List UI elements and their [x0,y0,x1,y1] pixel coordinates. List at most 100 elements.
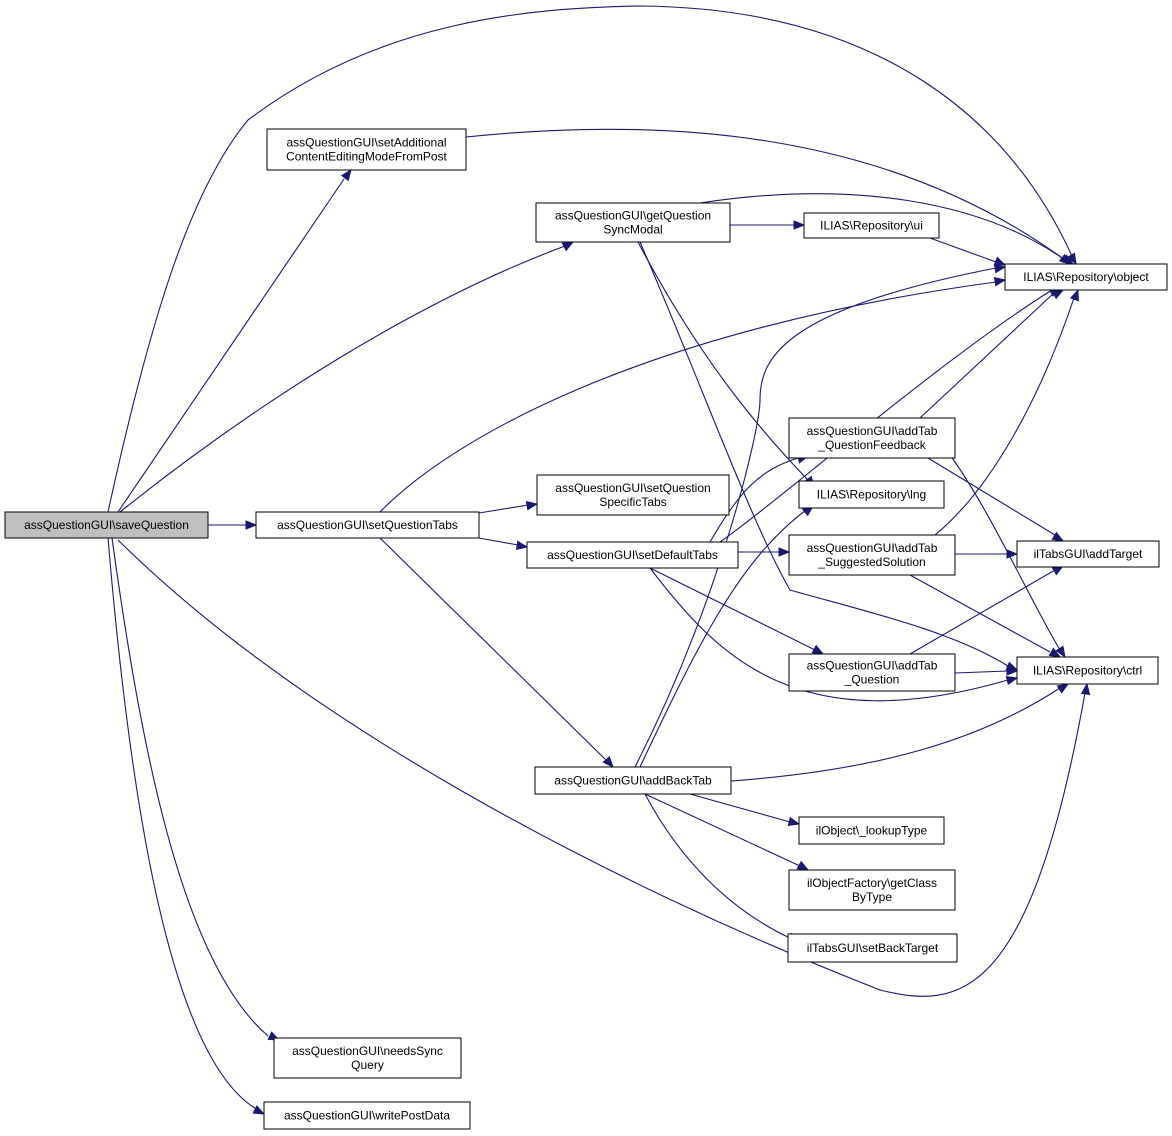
node-addTabQuestionFeedback[interactable]: assQuestionGUI\addTab_QuestionFeedback [788,417,956,459]
node-label: assQuestionGUI\saveQuestion [24,518,189,532]
node-box[interactable] [798,480,945,509]
node-box[interactable] [534,766,732,795]
node-box[interactable] [803,212,940,239]
arrowhead [340,168,352,182]
node-box[interactable] [788,534,956,576]
node-box[interactable] [526,541,739,569]
node-label: ilTabsGUI\setBackTarget [807,941,939,955]
arrowhead [1051,289,1065,300]
node-repoCtrl[interactable]: ILIAS\Repository\ctrl [1016,656,1159,685]
node-label: assQuestionGUI\setAdditional [286,136,446,150]
edge-line [465,128,1066,261]
node-box[interactable] [788,653,956,692]
node-label: assQuestionGUI\addTab [807,424,938,438]
node-label: assQuestionGUI\addTab [807,541,938,555]
arrowhead [602,756,614,769]
node-repoUi[interactable]: ILIAS\Repository\ui [803,212,940,239]
edge-line [929,237,997,263]
node-box[interactable] [263,1101,471,1130]
node-writePostData[interactable]: assQuestionGUI\writePostData [263,1101,471,1130]
node-label: Query [351,1058,384,1072]
edge-line [649,567,1009,702]
edge-line [934,294,1076,536]
edge-getQuestionSyncModal-to-repoObject [699,193,1072,265]
node-label: _Question [844,673,900,687]
edge-line [117,178,345,513]
node-box[interactable] [273,1037,462,1079]
node-label: assQuestionGUI\writePostData [284,1109,450,1123]
edge-addBackTab-to-repoCtrl [730,683,1070,782]
edge-setDefaultTabs-to-addTabSuggestedSolution [738,547,791,557]
arrowhead [1066,252,1077,266]
edge-line [119,245,566,513]
node-repoObject[interactable]: ILIAS\Repository\object [1004,263,1168,291]
node-box[interactable] [255,511,480,539]
edge-addTabQuestion-to-repoCtrl [954,666,1019,676]
edge-line [909,569,1056,655]
arrowhead [1051,531,1065,542]
node-label: assQuestionGUI\setDefaultTabs [547,548,718,562]
edge-addTabQuestionFeedback-to-repoObject [919,289,1065,419]
node-setAdditional[interactable]: assQuestionGUI\setAdditionalContentEditi… [266,128,467,171]
node-label: SyncModal [603,223,662,237]
edge-line [644,793,801,867]
arrowhead [1048,647,1062,658]
edge-repoUi-to-repoObject [929,237,1007,266]
node-label: assQuestionGUI\needsSync [292,1044,443,1058]
node-repoLng[interactable]: ILIAS\Repository\lng [798,480,945,509]
arrowhead [1056,683,1070,694]
arrowhead [1006,666,1019,676]
node-box[interactable] [798,816,945,845]
node-setDefaultTabs[interactable]: assQuestionGUI\setDefaultTabs [526,541,739,569]
node-label: assQuestionGUI\getQuestion [555,209,711,223]
edge-saveQuestion-to-setAdditional [117,168,352,513]
node-box[interactable] [536,474,730,516]
node-label: assQuestionGUI\addTab [807,659,938,673]
edge-line [478,504,529,514]
node-addTarget[interactable]: ilTabsGUI\addTarget [1016,540,1160,568]
arrowhead [993,264,1007,274]
node-box[interactable] [535,202,731,243]
node-setQuestionTabs[interactable]: assQuestionGUI\setQuestionTabs [255,511,480,539]
arrowhead [778,547,791,557]
node-saveQuestion[interactable]: assQuestionGUI\saveQuestion [4,511,209,539]
node-box[interactable] [1016,540,1160,568]
edge-line [111,537,269,1037]
node-box[interactable] [1016,656,1159,685]
node-label: ILIAS\Repository\lng [817,488,926,502]
node-box[interactable] [788,869,956,911]
edge-line [639,241,1009,667]
edge-setDefaultTabs-to-addTabQuestion [649,567,825,655]
node-lookupType[interactable]: ilObject\_lookupType [798,816,945,845]
edge-line [639,509,807,768]
node-addBackTab[interactable]: assQuestionGUI\addBackTab [534,766,732,795]
edge-setAdditional-to-repoObject [465,128,1075,265]
arrowhead [1069,288,1079,302]
edge-addBackTab-to-lookupType [689,793,801,827]
node-box[interactable] [1004,263,1168,291]
node-box[interactable] [266,128,467,171]
edge-line [927,457,1056,536]
arrowhead [811,644,825,655]
arrowhead [1055,645,1066,659]
arrowhead [1005,675,1019,686]
node-label: assQuestionGUI\setQuestion [555,481,710,495]
arrowhead [252,1105,266,1115]
edge-line [379,537,609,763]
node-addTabSuggestedSolution[interactable]: assQuestionGUI\addTab_SuggestedSolution [788,534,956,576]
edge-line [634,267,997,768]
node-label: assQuestionGUI\addBackTab [554,774,712,788]
edge-setQuestionTabs-to-addBackTab [379,537,614,769]
edge-line [649,567,816,651]
arrowhead [515,540,529,550]
node-label: ContentEditingModeFromPost [286,150,447,164]
node-box[interactable] [4,511,209,539]
node-addTabQuestion[interactable]: assQuestionGUI\addTab_Question [788,653,956,692]
node-setBackTarget[interactable]: ilTabsGUI\setBackTarget [787,933,958,963]
node-box[interactable] [787,933,958,963]
node-box[interactable] [788,417,956,459]
